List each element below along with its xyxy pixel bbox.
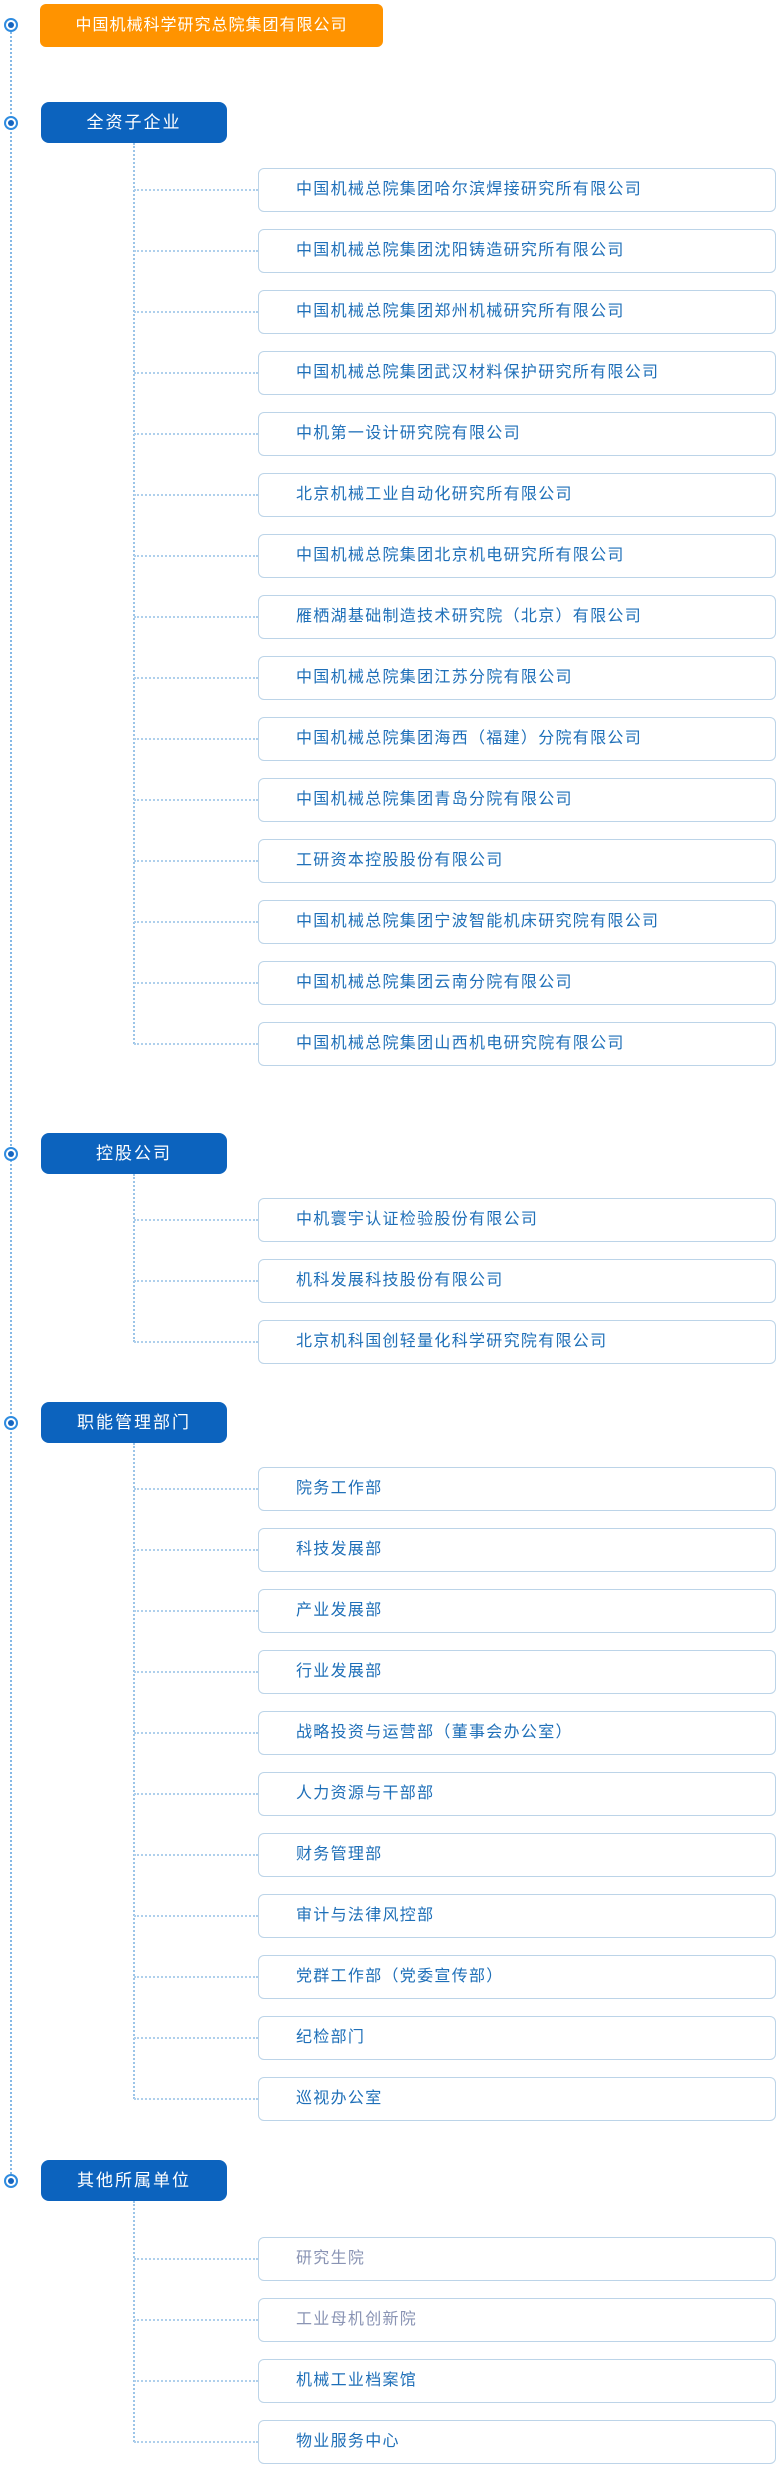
root-company-node: 中国机械科学研究总院集团有限公司 [40, 4, 383, 47]
item-connector-line [134, 1793, 258, 1795]
org-item[interactable]: 中机第一设计研究院有限公司 [258, 412, 776, 456]
item-connector-line [134, 372, 258, 374]
org-item[interactable]: 中国机械总院集团沈阳铸造研究所有限公司 [258, 229, 776, 273]
org-item[interactable]: 中国机械总院集团哈尔滨焊接研究所有限公司 [258, 168, 776, 212]
org-item[interactable]: 中国机械总院集团海西（福建）分院有限公司 [258, 717, 776, 761]
org-item[interactable]: 财务管理部 [258, 1833, 776, 1877]
item-connector-line [134, 433, 258, 435]
item-connector-line [134, 2037, 258, 2039]
org-item[interactable]: 党群工作部（党委宣传部） [258, 1955, 776, 1999]
item-connector-line [134, 1610, 258, 1612]
root-bullet-icon [4, 18, 18, 32]
org-item[interactable]: 工研资本控股股份有限公司 [258, 839, 776, 883]
item-connector-line [134, 799, 258, 801]
org-item[interactable]: 中国机械总院集团郑州机械研究所有限公司 [258, 290, 776, 334]
item-connector-line [134, 311, 258, 313]
org-item[interactable]: 机科发展科技股份有限公司 [258, 1259, 776, 1303]
item-connector-line [134, 1488, 258, 1490]
section-bullet-icon [4, 2173, 18, 2188]
item-connector-line [134, 921, 258, 923]
item-connector-line [134, 2258, 258, 2260]
item-connector-line [134, 555, 258, 557]
org-item[interactable]: 雁栖湖基础制造技术研究院（北京）有限公司 [258, 595, 776, 639]
branch-line [133, 143, 135, 1044]
item-connector-line [134, 2441, 258, 2443]
item-connector-line [134, 1219, 258, 1221]
org-item[interactable]: 中国机械总院集团北京机电研究所有限公司 [258, 534, 776, 578]
item-connector-line [134, 1671, 258, 1673]
item-connector-line [134, 494, 258, 496]
org-item[interactable]: 中国机械总院集团云南分院有限公司 [258, 961, 776, 1005]
item-connector-line [134, 1854, 258, 1856]
org-item[interactable]: 院务工作部 [258, 1467, 776, 1511]
branch-line [133, 1174, 135, 1342]
section-bullet-icon [4, 1146, 18, 1161]
section-header: 控股公司 [41, 1133, 227, 1174]
section-header: 职能管理部门 [41, 1402, 227, 1443]
item-connector-line [134, 1341, 258, 1343]
org-item[interactable]: 巡视办公室 [258, 2077, 776, 2121]
item-connector-line [134, 2380, 258, 2382]
org-item[interactable]: 工业母机创新院 [258, 2298, 776, 2342]
item-connector-line [134, 982, 258, 984]
item-connector-line [134, 1549, 258, 1551]
org-item[interactable]: 战略投资与运营部（董事会办公室） [258, 1711, 776, 1755]
org-item[interactable]: 北京机科国创轻量化科学研究院有限公司 [258, 1320, 776, 1364]
org-item[interactable]: 人力资源与干部部 [258, 1772, 776, 1816]
branch-line [133, 2201, 135, 2442]
item-connector-line [134, 738, 258, 740]
branch-line [133, 1443, 135, 2099]
item-connector-line [134, 2319, 258, 2321]
section-header: 全资子企业 [41, 102, 227, 143]
item-connector-line [134, 1043, 258, 1045]
item-connector-line [134, 1976, 258, 1978]
item-connector-line [134, 860, 258, 862]
org-item[interactable]: 产业发展部 [258, 1589, 776, 1633]
item-connector-line [134, 2098, 258, 2100]
section-header: 其他所属单位 [41, 2160, 227, 2201]
item-connector-line [134, 250, 258, 252]
org-item[interactable]: 行业发展部 [258, 1650, 776, 1694]
org-item[interactable]: 中国机械总院集团青岛分院有限公司 [258, 778, 776, 822]
section-bullet-icon [4, 115, 18, 130]
org-item[interactable]: 中国机械总院集团江苏分院有限公司 [258, 656, 776, 700]
org-item[interactable]: 研究生院 [258, 2237, 776, 2281]
org-item[interactable]: 中机寰宇认证检验股份有限公司 [258, 1198, 776, 1242]
org-item[interactable]: 审计与法律风控部 [258, 1894, 776, 1938]
section-bullet-icon [4, 1415, 18, 1430]
item-connector-line [134, 1915, 258, 1917]
item-connector-line [134, 616, 258, 618]
org-item[interactable]: 中国机械总院集团武汉材料保护研究所有限公司 [258, 351, 776, 395]
org-item[interactable]: 北京机械工业自动化研究所有限公司 [258, 473, 776, 517]
org-item[interactable]: 机械工业档案馆 [258, 2359, 776, 2403]
item-connector-line [134, 189, 258, 191]
hierarchy-trunk-line [10, 25, 12, 2181]
item-connector-line [134, 1280, 258, 1282]
item-connector-line [134, 677, 258, 679]
org-item[interactable]: 纪检部门 [258, 2016, 776, 2060]
org-item[interactable]: 中国机械总院集团山西机电研究院有限公司 [258, 1022, 776, 1066]
org-item[interactable]: 科技发展部 [258, 1528, 776, 1572]
org-item[interactable]: 物业服务中心 [258, 2420, 776, 2464]
item-connector-line [134, 1732, 258, 1734]
org-item[interactable]: 中国机械总院集团宁波智能机床研究院有限公司 [258, 900, 776, 944]
